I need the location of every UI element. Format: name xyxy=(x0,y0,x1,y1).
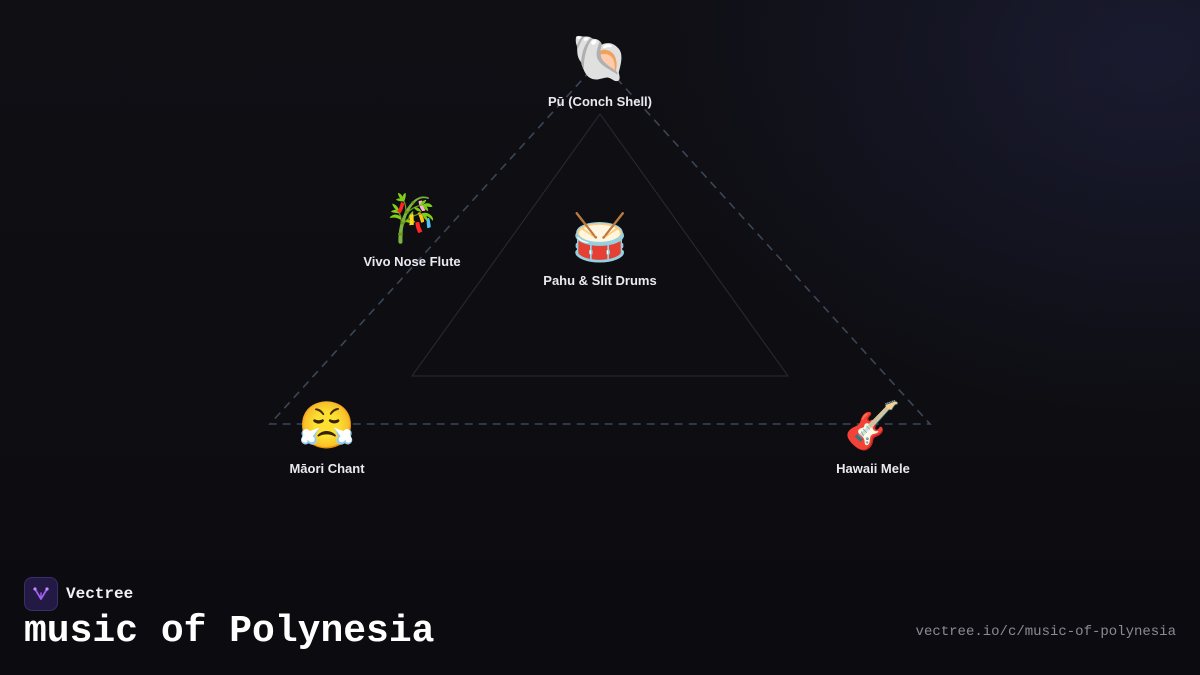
brand-name: Vectree xyxy=(66,585,134,603)
drum-icon: 🥁 xyxy=(571,210,629,264)
node-label: Hawaii Mele xyxy=(836,461,910,476)
conch-shell-icon: 🐚 xyxy=(571,31,629,85)
node-maori[interactable]: 😤 Māori Chant xyxy=(227,397,427,476)
outer-triangle xyxy=(268,58,932,425)
node-hawaii[interactable]: 🎸 Hawaii Mele xyxy=(773,397,973,476)
page-url[interactable]: vectree.io/c/music-of-polynesia xyxy=(915,624,1176,640)
brand[interactable]: Vectree xyxy=(24,577,133,611)
node-pahu[interactable]: 🥁 Pahu & Slit Drums xyxy=(500,209,700,288)
bamboo-icon: 🎋 xyxy=(383,191,441,245)
huffing-face-icon: 😤 xyxy=(298,398,356,452)
page-title: music of Polynesia xyxy=(24,610,435,653)
node-pu[interactable]: 🐚 Pū (Conch Shell) xyxy=(500,30,700,109)
guitar-icon: 🎸 xyxy=(844,398,902,452)
node-label: Vivo Nose Flute xyxy=(363,254,461,269)
node-vivo[interactable]: 🎋 Vivo Nose Flute xyxy=(312,190,512,269)
node-label: Pahu & Slit Drums xyxy=(543,273,657,288)
inner-triangle xyxy=(411,113,789,377)
node-label: Pū (Conch Shell) xyxy=(548,94,652,109)
vectree-logo-icon xyxy=(24,577,58,611)
node-label: Māori Chant xyxy=(289,461,365,476)
